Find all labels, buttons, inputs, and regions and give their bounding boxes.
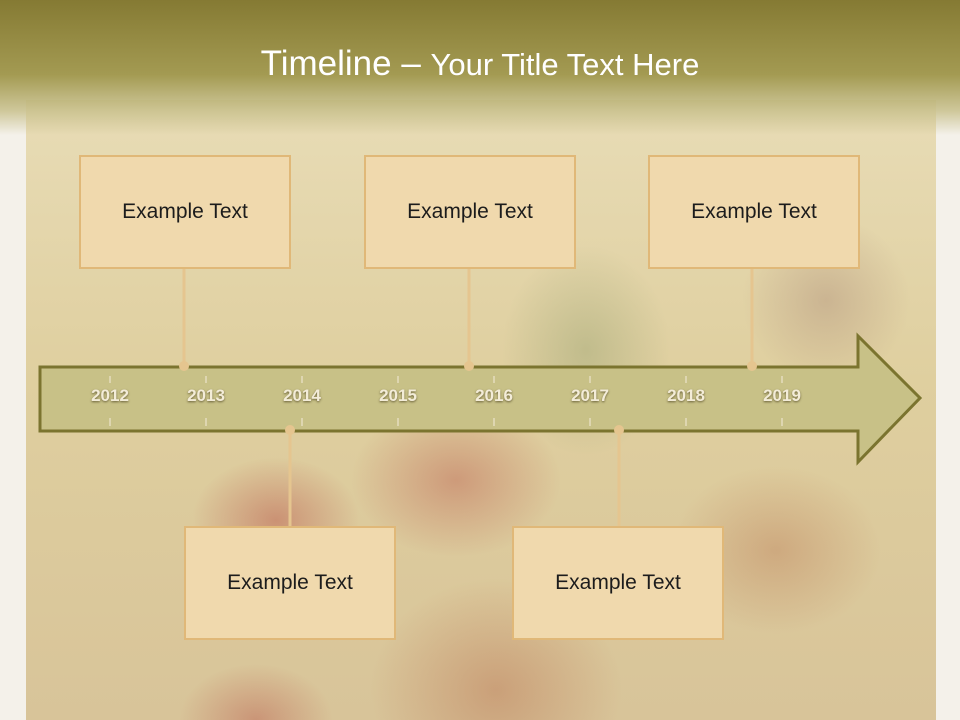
tick-marks — [109, 376, 783, 426]
event-box-top-1: Example Text — [79, 155, 291, 269]
connectors — [182, 268, 754, 527]
title-sub: Your Title Text Here — [430, 47, 700, 82]
event-box-top-3: Example Text — [648, 155, 860, 269]
year-label: 2019 — [763, 386, 801, 405]
event-box-top-2: Example Text — [364, 155, 576, 269]
event-box-bottom-2: Example Text — [512, 526, 724, 640]
timeline-arrow — [38, 332, 923, 466]
year-label: 2014 — [283, 386, 321, 405]
year-label: 2018 — [667, 386, 705, 405]
title-bar — [0, 0, 960, 135]
year-label: 2017 — [571, 386, 609, 405]
connector-dots — [179, 361, 757, 435]
event-box-bottom-1: Example Text — [184, 526, 396, 640]
page-title: Timeline – Your Title Text Here — [0, 44, 960, 84]
year-label: 2013 — [187, 386, 225, 405]
title-main: Timeline – — [260, 44, 431, 83]
year-label: 2016 — [475, 386, 513, 405]
year-label: 2015 — [379, 386, 417, 405]
year-label: 2012 — [91, 386, 129, 405]
